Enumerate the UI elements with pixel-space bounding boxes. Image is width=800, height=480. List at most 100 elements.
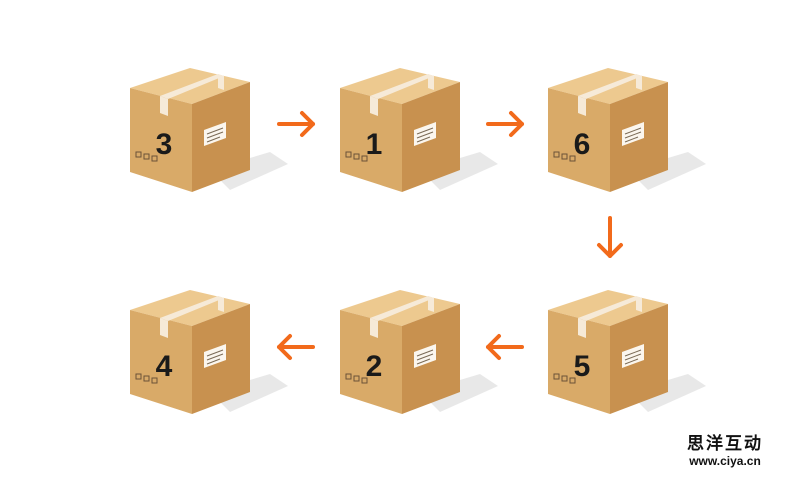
handling-symbol-icon	[561, 153, 568, 160]
box-shadow	[210, 152, 288, 190]
shipping-label-icon	[414, 122, 436, 146]
box-6: 6	[548, 68, 706, 192]
label-line	[624, 127, 642, 135]
shipping-label-icon	[414, 344, 436, 368]
watermark-url: www.ciya.cn	[689, 454, 761, 468]
box-tape-top	[370, 296, 434, 321]
box-left-face	[548, 88, 610, 192]
handling-symbol-icon	[361, 155, 368, 162]
box-number-label: 3	[156, 128, 173, 161]
box-shadow	[420, 152, 498, 190]
arrow-1-to-6	[486, 111, 524, 137]
label-line	[206, 358, 221, 365]
label-line	[624, 358, 639, 365]
box-left-face	[130, 88, 192, 192]
label-line	[624, 353, 642, 361]
handling-symbol-icon	[143, 375, 150, 382]
boxes-layer: 3 1 6 4 2 5	[130, 68, 706, 414]
box-tape-top	[578, 296, 642, 321]
box-shadow	[210, 374, 288, 412]
handling-symbol-icon	[135, 151, 142, 158]
box-shadow	[628, 374, 706, 412]
box-left-face	[340, 88, 402, 192]
label-line	[416, 349, 434, 357]
label-line	[206, 349, 224, 357]
label-line	[206, 127, 224, 135]
box-tape-side	[370, 318, 378, 338]
arrow-3-to-1	[277, 111, 315, 137]
box-tape-side	[160, 318, 168, 338]
arrow-head-icon	[597, 243, 623, 258]
handling-symbol-icon	[569, 377, 576, 384]
label-line	[206, 136, 221, 143]
box-tape-back	[218, 74, 224, 90]
handling-symbol-icon	[151, 377, 158, 384]
box-tape-back	[428, 74, 434, 90]
box-tape-top	[160, 296, 224, 321]
box-tape-side	[160, 96, 168, 116]
box-tape-back	[636, 296, 642, 312]
box-number-label: 2	[366, 350, 383, 383]
box-left-face	[548, 310, 610, 414]
handling-symbol-icon	[553, 373, 560, 380]
handling-symbol-icon	[135, 373, 142, 380]
arrow-2-to-4	[277, 334, 315, 360]
handling-symbol-icon	[151, 155, 158, 162]
box-number-label: 5	[574, 350, 591, 383]
watermark: 思洋互动 www.ciya.cn	[680, 434, 770, 468]
label-line	[624, 136, 639, 143]
arrow-5-to-2	[486, 334, 524, 360]
shipping-label-icon	[622, 122, 644, 146]
arrow-head-icon	[509, 111, 524, 137]
shipping-label-icon	[204, 122, 226, 146]
label-line	[416, 136, 431, 143]
box-number-label: 4	[156, 350, 173, 383]
label-line	[624, 131, 642, 139]
handling-symbol-icon	[353, 375, 360, 382]
arrow-head-icon	[277, 334, 292, 360]
box-tape-top	[578, 74, 642, 99]
box-tape-side	[578, 96, 586, 116]
label-line	[416, 127, 434, 135]
box-shadow	[628, 152, 706, 190]
handling-symbol-icon	[361, 377, 368, 384]
box-left-face	[340, 310, 402, 414]
arrow-head-icon	[300, 111, 315, 137]
box-tape-back	[218, 296, 224, 312]
handling-symbol-icon	[561, 375, 568, 382]
box-tape-side	[370, 96, 378, 116]
box-number-label: 6	[574, 128, 591, 161]
handling-symbol-icon	[569, 155, 576, 162]
box-left-face	[130, 310, 192, 414]
arrow-6-to-5	[597, 216, 623, 258]
box-3: 3	[130, 68, 288, 192]
shipping-label-icon	[622, 344, 644, 368]
box-shadow	[420, 374, 498, 412]
label-line	[206, 353, 224, 361]
label-line	[416, 353, 434, 361]
label-line	[624, 349, 642, 357]
watermark-brand: 思洋互动	[687, 434, 763, 454]
handling-symbol-icon	[553, 151, 560, 158]
label-line	[416, 131, 434, 139]
box-1: 1	[340, 68, 498, 192]
box-tape-back	[636, 74, 642, 90]
arrows-layer	[277, 111, 623, 360]
label-line	[416, 358, 431, 365]
box-number-label: 1	[366, 128, 383, 161]
handling-symbol-icon	[345, 373, 352, 380]
label-line	[206, 131, 224, 139]
box-tape-top	[370, 74, 434, 99]
arrow-head-icon	[486, 334, 501, 360]
handling-symbol-icon	[345, 151, 352, 158]
box-tape-back	[428, 296, 434, 312]
handling-symbol-icon	[353, 153, 360, 160]
shipping-label-icon	[204, 344, 226, 368]
handling-symbol-icon	[143, 153, 150, 160]
box-2: 2	[340, 290, 498, 414]
box-tape-side	[578, 318, 586, 338]
box-5: 5	[548, 290, 706, 414]
box-tape-top	[160, 74, 224, 99]
